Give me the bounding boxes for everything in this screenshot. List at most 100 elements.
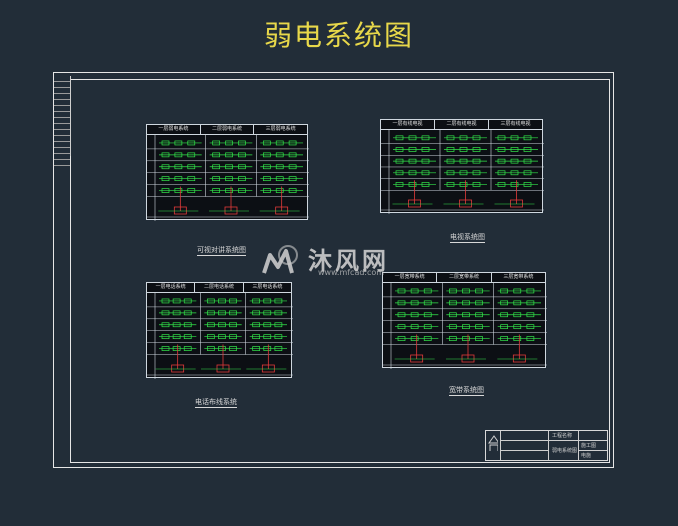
device-symbol: [446, 158, 455, 164]
device-symbol: [187, 140, 196, 146]
device-symbol: [274, 298, 283, 304]
device-symbol: [410, 300, 419, 306]
device-symbol: [526, 312, 535, 318]
device-symbol: [472, 147, 481, 152]
column-header: 二层有线电视: [435, 120, 489, 129]
watermark-name: 沐风网: [308, 247, 389, 275]
device-symbol: [218, 346, 226, 351]
distribution-box: [459, 199, 472, 208]
distribution-box: [224, 206, 238, 215]
device-symbol: [462, 300, 470, 306]
distribution-box: [510, 199, 523, 208]
distribution-box: [261, 364, 275, 373]
device-symbol: [238, 140, 246, 146]
distribution-box: [461, 354, 475, 363]
device-symbol: [183, 334, 192, 340]
revision-strip: [54, 76, 71, 166]
device-symbol: [206, 346, 215, 351]
device-symbol: [526, 288, 535, 294]
column-header: 一层有线电视: [381, 120, 435, 129]
device-symbol: [523, 158, 532, 164]
device-symbol: [274, 346, 283, 351]
drawing-frame: [70, 79, 610, 463]
page-title: 弱电系统图: [263, 19, 414, 52]
device-symbol: [174, 140, 183, 146]
device-symbol: [513, 312, 522, 318]
device-symbol: [183, 298, 192, 304]
device-symbol: [161, 322, 170, 328]
device-symbol: [408, 182, 417, 187]
device-symbol: [513, 300, 522, 306]
device-symbol: [500, 288, 509, 294]
device-symbol: [288, 140, 297, 146]
device-symbol: [448, 300, 457, 306]
diagram-header: 一层弱电系统 二层弱电系统 三层弱电系统: [147, 125, 307, 135]
device-symbol: [397, 324, 406, 330]
device-symbol: [238, 164, 246, 170]
device-symbol: [472, 170, 481, 176]
device-symbol: [395, 147, 404, 152]
distribution-box: [512, 354, 526, 363]
device-symbol: [172, 346, 181, 351]
device-symbol: [275, 152, 284, 158]
title-block-stage: 施工图: [581, 443, 597, 449]
device-symbol: [423, 300, 432, 306]
device-symbol: [475, 324, 483, 330]
device-symbol: [252, 310, 261, 316]
tv-system-diagram: 一层有线电视 二层有线电视 三层有线电视: [380, 119, 544, 214]
device-symbol: [500, 312, 509, 318]
device-symbol: [218, 298, 226, 304]
device-symbol: [218, 310, 226, 316]
distribution-box: [171, 364, 185, 373]
device-symbol: [423, 324, 432, 330]
device-symbol: [225, 164, 233, 170]
device-symbol: [395, 170, 404, 176]
device-symbol: [421, 170, 430, 176]
device-symbol: [397, 288, 406, 294]
device-symbol: [288, 152, 297, 158]
device-symbol: [225, 152, 233, 158]
device-symbol: [462, 336, 470, 341]
device-symbol: [448, 324, 457, 330]
device-symbol: [523, 182, 532, 187]
device-symbol: [274, 322, 283, 328]
diagram-caption: 电视系统图: [450, 233, 485, 243]
device-symbol: [161, 298, 170, 304]
device-symbol: [408, 170, 417, 176]
device-symbol: [252, 322, 261, 328]
device-symbol: [212, 152, 221, 158]
device-symbol: [513, 324, 522, 330]
device-symbol: [523, 135, 532, 141]
device-symbol: [161, 164, 170, 170]
device-symbol: [497, 158, 506, 164]
distribution-box: [216, 364, 230, 373]
device-symbol: [187, 152, 196, 158]
device-symbol: [161, 140, 170, 146]
column-header: 三层弱电系统: [265, 126, 296, 132]
title-block: 工程名称 弱电系统图 施工图 电施: [485, 430, 608, 461]
distribution-box: [410, 354, 424, 363]
device-symbol: [172, 322, 181, 328]
device-symbol: [446, 135, 455, 141]
watermark: 沐风网 www.mfcad.com: [258, 243, 418, 283]
device-symbol: [174, 152, 183, 158]
device-symbol: [229, 334, 237, 340]
device-symbol: [497, 182, 506, 187]
diagram-caption: 宽带系统图: [449, 386, 484, 396]
device-symbol: [526, 300, 535, 306]
intercom-system-diagram: 一层弱电系统 二层弱电系统 三层弱电系统: [146, 124, 309, 221]
device-symbol: [497, 170, 506, 176]
device-symbol: [500, 336, 509, 341]
diagram-header: 一层有线电视 二层有线电视 三层有线电视: [381, 120, 542, 130]
device-symbol: [510, 147, 519, 152]
device-symbol: [423, 336, 432, 341]
device-symbol: [275, 140, 284, 146]
device-symbol: [497, 135, 506, 141]
device-symbol: [275, 176, 284, 182]
device-symbol: [262, 152, 271, 158]
device-symbol: [252, 334, 261, 340]
device-symbol: [183, 346, 192, 351]
device-symbol: [395, 135, 404, 141]
device-symbol: [172, 334, 181, 340]
device-symbol: [475, 288, 483, 294]
